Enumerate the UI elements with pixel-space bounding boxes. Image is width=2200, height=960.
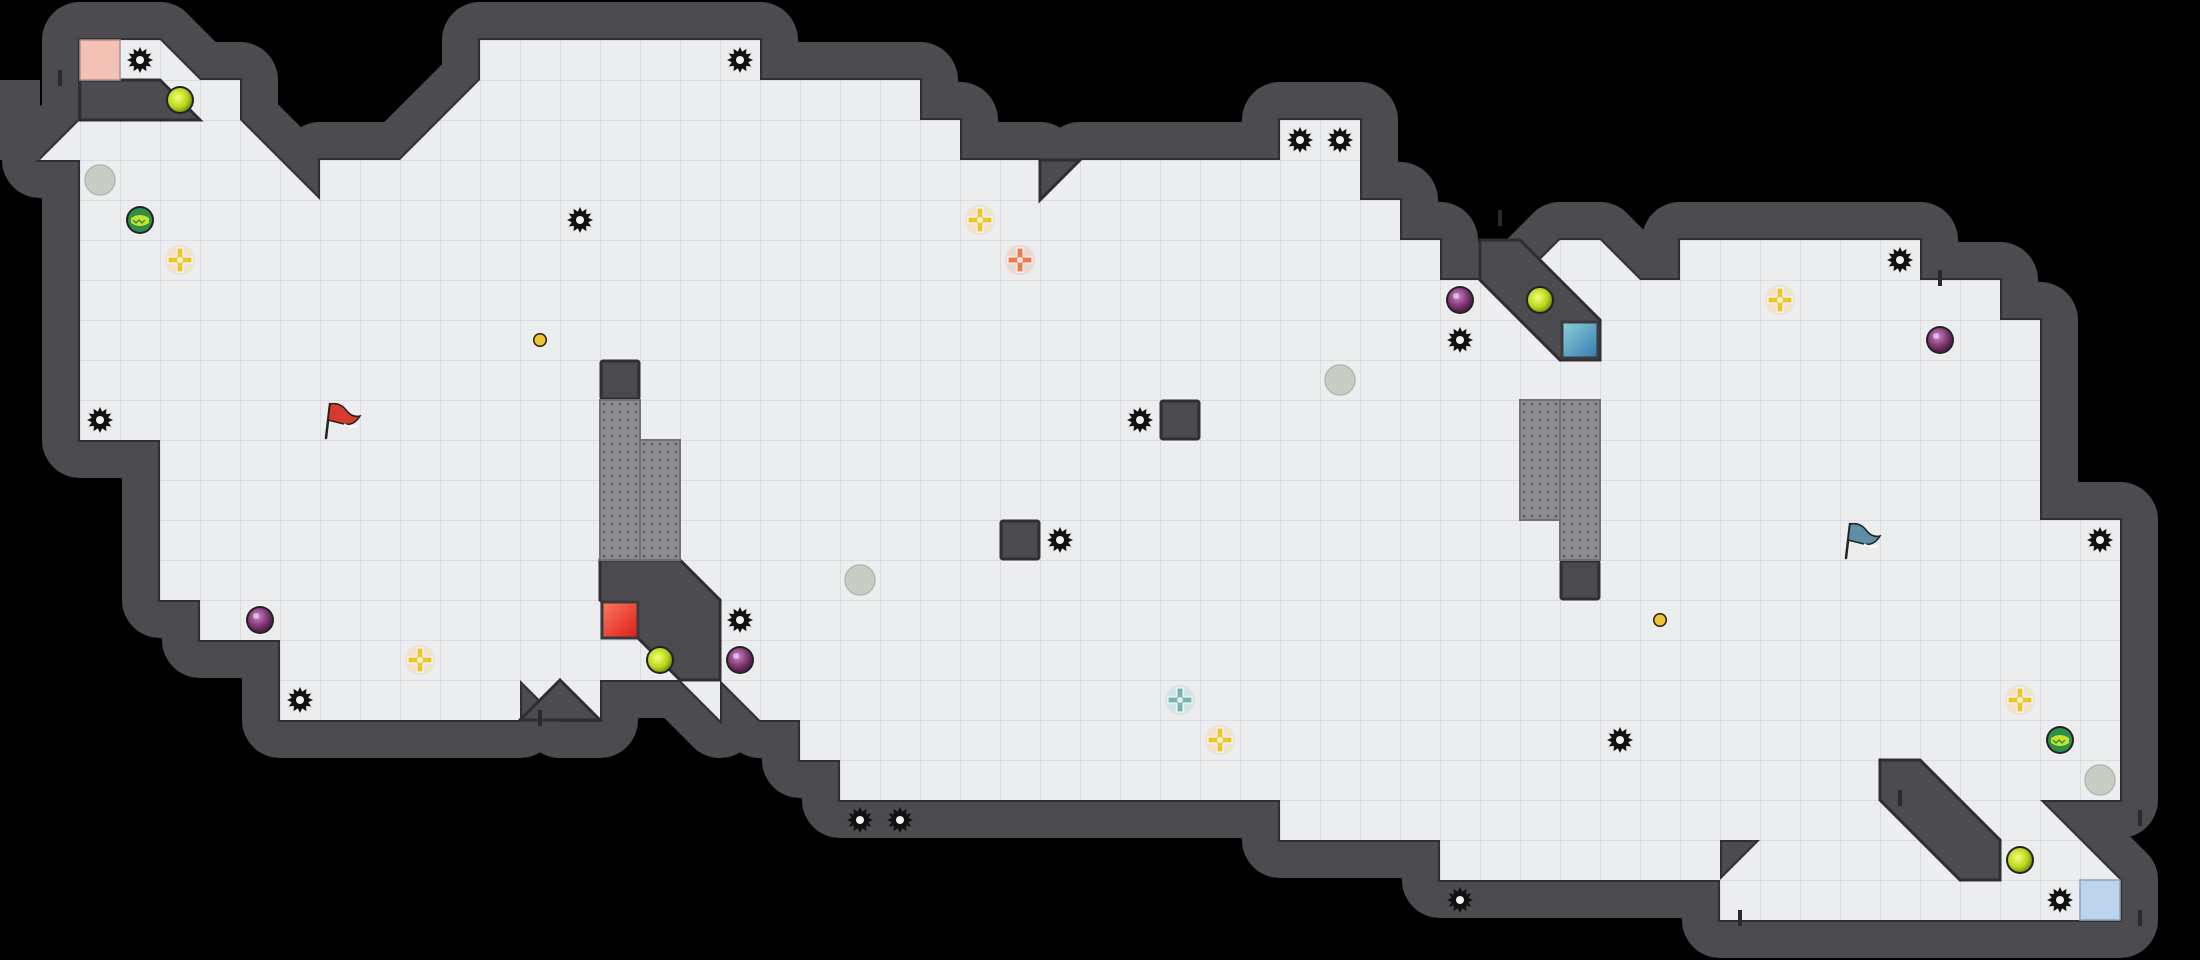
spike-icon xyxy=(1047,527,1073,553)
boost-pad-icon xyxy=(1765,285,1795,315)
inactive-boost-icon xyxy=(84,164,116,196)
spike-icon xyxy=(847,807,873,833)
grate-right-1 xyxy=(1519,399,1561,521)
green-bomb-icon xyxy=(126,206,154,234)
grate-left-2 xyxy=(639,439,681,561)
inactive-boost-icon xyxy=(844,564,876,596)
spike-icon xyxy=(1127,407,1153,433)
pillar-2 xyxy=(1159,399,1201,441)
spike-icon xyxy=(127,47,153,73)
boost-pad-icon xyxy=(1005,245,1035,275)
floor-grid xyxy=(40,40,2120,920)
blue-flag-icon xyxy=(1844,522,1882,560)
spike-icon xyxy=(887,807,913,833)
wall-notch-top xyxy=(1038,158,1084,204)
wall-top-left-wedge xyxy=(78,78,204,122)
blue-endzone-tile xyxy=(2079,879,2121,921)
spike-icon xyxy=(87,407,113,433)
grate-left-1 xyxy=(599,399,641,561)
red-endzone-tile xyxy=(79,39,121,81)
wall-marker xyxy=(1898,790,1902,806)
grate-right-2 xyxy=(1559,399,1601,561)
inactive-boost-icon xyxy=(2084,764,2116,796)
entity-layer xyxy=(84,47,2116,913)
spike-icon xyxy=(2087,527,2113,553)
spike-icon xyxy=(567,207,593,233)
powerup-orb-icon xyxy=(646,646,674,674)
blue-gate-tile xyxy=(1560,320,1600,360)
spike-icon xyxy=(1607,727,1633,753)
powerup-orb-icon xyxy=(166,86,194,114)
green-bomb-icon xyxy=(2046,726,2074,754)
bomb-icon xyxy=(1926,326,1954,354)
pillar-3 xyxy=(999,519,1041,561)
spike-icon xyxy=(727,47,753,73)
boost-pad-icon xyxy=(965,205,995,235)
bomb-icon xyxy=(1446,286,1474,314)
red-flag-icon xyxy=(324,402,362,440)
spike-icon xyxy=(2047,887,2073,913)
wall-marker xyxy=(1738,910,1742,926)
powerup-orb-icon xyxy=(2006,846,2034,874)
wall-bottom-right-diagonal xyxy=(1878,758,2002,882)
pillar-1 xyxy=(599,359,641,401)
pellet-icon xyxy=(1653,613,1667,627)
spike-icon xyxy=(727,607,753,633)
boost-pad-icon xyxy=(165,245,195,275)
spike-icon xyxy=(1287,127,1313,153)
inactive-boost-icon xyxy=(1324,364,1356,396)
red-gate-tile xyxy=(600,600,640,640)
floor-layer xyxy=(40,40,2120,920)
bomb-icon xyxy=(726,646,754,674)
boost-pad-icon xyxy=(1205,725,1235,755)
spike-icon xyxy=(1327,127,1353,153)
wall-marker xyxy=(2138,810,2142,826)
wall-notch-left xyxy=(0,80,40,160)
wall-marker xyxy=(1498,210,1502,226)
wall-marker xyxy=(1938,270,1942,286)
powerup-orb-icon xyxy=(1526,286,1554,314)
block-layer xyxy=(58,39,2142,926)
wall-marker xyxy=(538,710,542,726)
pellet-icon xyxy=(533,333,547,347)
spike-icon xyxy=(1887,247,1913,273)
spike-icon xyxy=(1447,327,1473,353)
pillar-4 xyxy=(1559,559,1601,601)
bomb-icon xyxy=(246,606,274,634)
boost-pad-icon xyxy=(2005,685,2035,715)
spike-icon xyxy=(1447,887,1473,913)
spike-icon xyxy=(287,687,313,713)
wall-marker xyxy=(58,70,62,86)
boost-pad-icon xyxy=(405,645,435,675)
boost-pad-icon xyxy=(1165,685,1195,715)
wall-marker xyxy=(2138,910,2142,926)
